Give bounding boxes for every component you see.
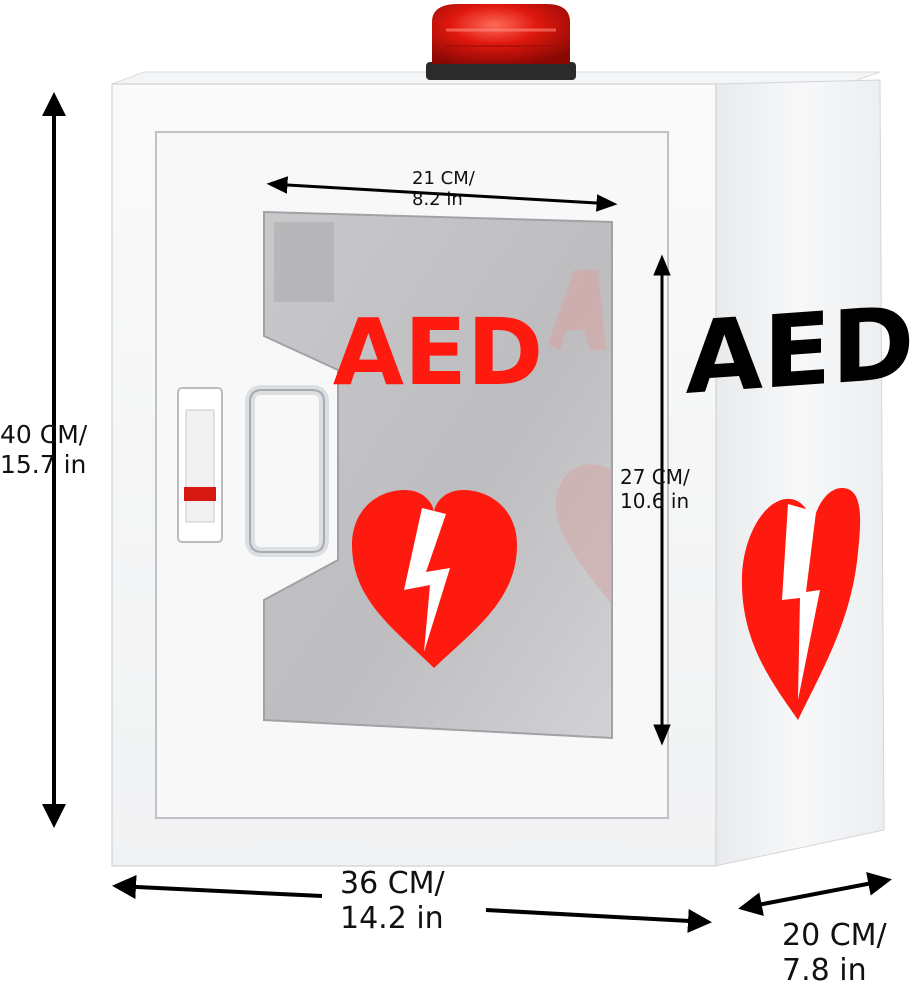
side-heart-lightning-icon: [741, 488, 861, 720]
width-total-arrow-left: [112, 874, 323, 899]
cabinet-side-face: [714, 79, 885, 867]
height-total-metric: 40 CM/: [0, 420, 88, 449]
height-total-imperial: 15.7 in: [0, 449, 87, 479]
height-inner-label: 27 CM/ 10.6 in: [620, 465, 690, 513]
door-glass-window: [263, 210, 613, 740]
door-handle-highlight: [249, 389, 325, 553]
side-aed-sign: AED: [686, 284, 915, 417]
depth-imperial: 7.8 in: [782, 953, 867, 989]
width-inner-label: 21 CM/ 8.2 in: [412, 168, 475, 210]
glass-reflection: [274, 222, 334, 302]
latch-slot: [185, 409, 215, 523]
width-total-arrow-right: [485, 908, 712, 933]
front-heart-lightning-icon: [352, 490, 517, 668]
depth-label: 20 CM/ 7.8 in: [782, 918, 887, 989]
front-aed-sign: AED: [333, 299, 543, 406]
alarm-beacon-icon: [426, 4, 576, 80]
glass-reflection-sign: [548, 270, 606, 350]
width-inner-metric: 21 CM/: [412, 168, 475, 189]
depth-metric: 20 CM/: [782, 918, 887, 953]
width-total-imperial: 14.2 in: [340, 901, 444, 937]
height-inner-metric: 27 CM/: [620, 465, 690, 489]
width-total-label: 36 CM/ 14.2 in: [340, 866, 445, 937]
depth-arrow: [738, 871, 892, 917]
height-inner-imperial: 10.6 in: [620, 488, 690, 513]
width-inner-arrow: [266, 176, 618, 212]
height-total-label: 40 CM/ 15.7 in: [0, 420, 87, 479]
width-inner-imperial: 8.2 in: [412, 189, 463, 211]
latch-release-tab[interactable]: [184, 487, 216, 501]
glass-reflection-heart: [556, 464, 612, 605]
width-total-metric: 36 CM/: [340, 866, 445, 901]
